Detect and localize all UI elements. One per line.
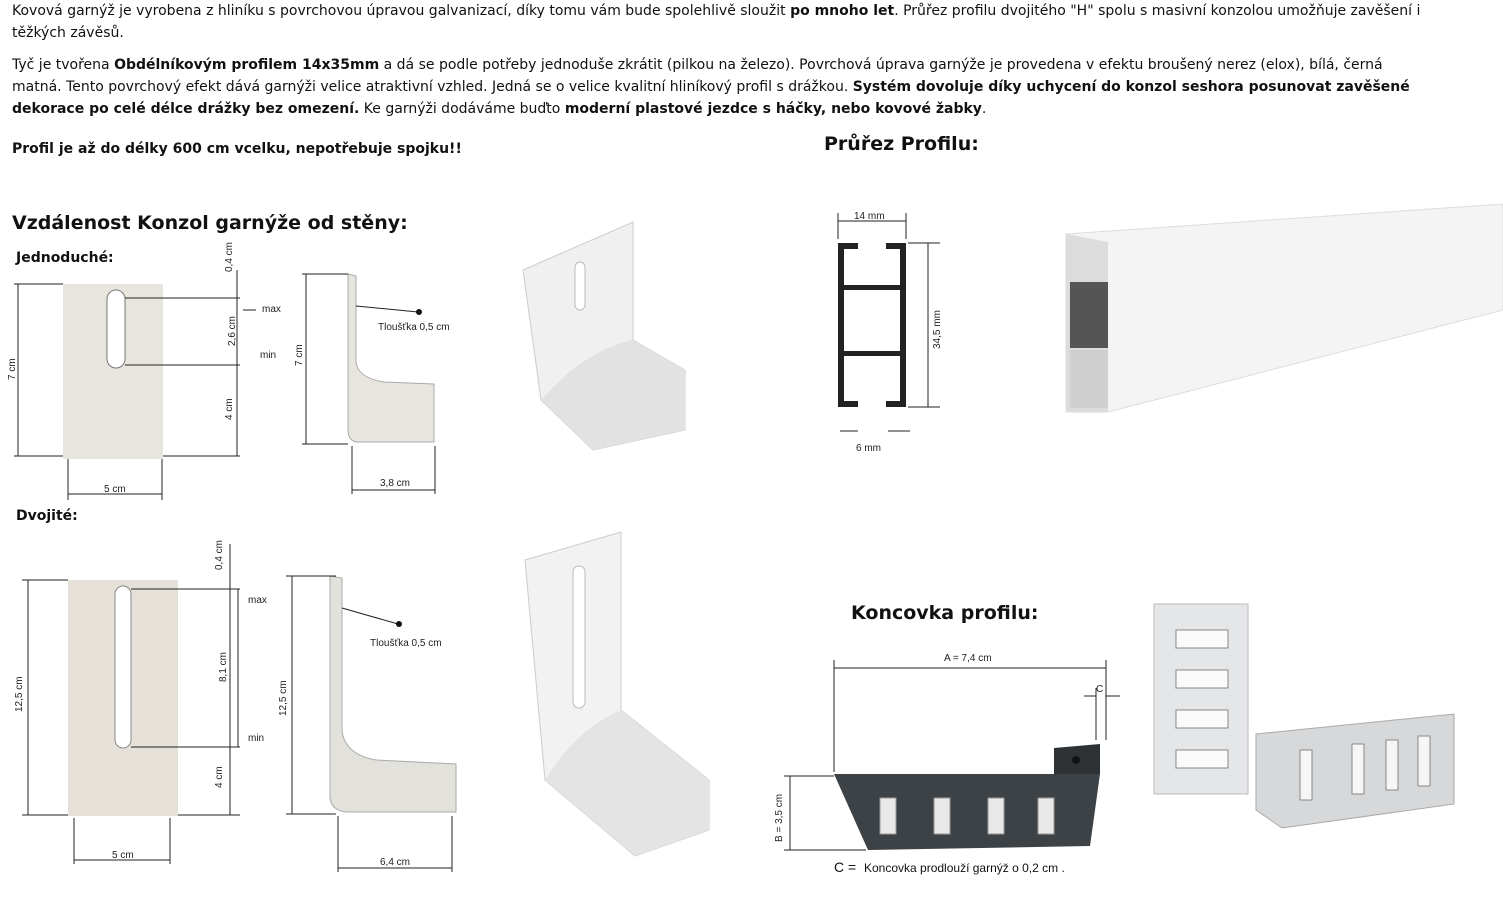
double-bracket-side-shape [329, 575, 457, 813]
p2-run: Tyč je tvořena [12, 57, 115, 73]
double-min-label: min [248, 733, 264, 744]
single-bottom-label: 4 cm [224, 398, 235, 420]
double-bracket-front-drawing: 12,5 cm 5 cm 0,4 cm 8,1 cm 4 cm max min [14, 540, 267, 864]
profile-cross-section-drawing: 14 mm 34,5 mm 6 mm [837, 211, 943, 454]
double-bracket-slot [114, 585, 132, 749]
end-cap-drawing: A = 7,4 cm C B = 3,5 cm C = Koncovka pro… [774, 653, 1120, 875]
single-bracket-slot [106, 289, 126, 369]
label-double: Dvojité: [16, 508, 78, 524]
label-single: Jednoduché: [16, 250, 114, 266]
p2-run: . [981, 101, 987, 117]
double-top-label: 0,4 cm [214, 540, 225, 570]
double-bottom-label: 4 cm [214, 766, 225, 788]
end-cap-c-label: C [1096, 684, 1103, 695]
double-width-label: 5 cm [112, 850, 134, 861]
profile-photo-inner [1070, 282, 1108, 348]
end-cap-note-text: Koncovka prodlouží garnýž o 0,2 cm . [864, 861, 1065, 875]
p2-run: Obdélníkovým profilem 14x35mm [114, 57, 380, 73]
single-top-label: 0,4 cm [224, 242, 235, 272]
intro-paragraph-2: Tyč je tvořena Obdélníkovým profilem 14x… [12, 54, 1432, 120]
heading-distance: Vzdálenost Konzol garnýže od stěny: [12, 212, 408, 234]
single-bracket-side-shape [347, 273, 435, 443]
single-width-label: 5 cm [104, 484, 126, 495]
single-min-label: min [260, 350, 276, 361]
profile-width-label: 14 mm [854, 211, 885, 222]
single-bracket-side-drawing: 7 cm 3,8 cm Tloušťka 0,5 cm [294, 273, 450, 494]
p1-run: . Průřez profilu dvojitého "H" spolu s m… [12, 3, 1421, 41]
single-bracket-front-drawing: 7 cm 5 cm 0,4 cm 2,6 cm 4 cm max min [7, 242, 281, 500]
single-height-label: 7 cm [7, 358, 18, 380]
double-thickness-label: Tloušťka 0,5 cm [370, 638, 442, 649]
p2-run: Systém dovoluje díky uchycení do konzol … [12, 79, 1410, 117]
profile-photo [1065, 203, 1503, 413]
end-cap-a-label: A = 7,4 cm [944, 653, 992, 664]
single-side-height-label: 7 cm [294, 344, 305, 366]
profile-groove-label: 6 mm [856, 443, 881, 454]
single-side-depth-label: 3,8 cm [380, 478, 410, 489]
single-bracket-photo [522, 221, 686, 451]
p2-run: Ke garnýži dodáváme buďto [359, 101, 565, 117]
end-cap-body [834, 774, 1100, 850]
end-cap-photo [1153, 603, 1455, 829]
double-photo-slot [572, 565, 586, 709]
double-max-label: max [248, 595, 267, 606]
single-slot-label: 2,6 cm [227, 316, 238, 346]
p1-run: po mnoho let [790, 3, 895, 19]
end-cap-note-c: C = [834, 859, 856, 875]
double-slot-label: 8,1 cm [218, 652, 229, 682]
double-height-label: 12,5 cm [14, 676, 25, 712]
heading-end-cap: Koncovka profilu: [851, 602, 1039, 624]
double-side-depth-label: 6,4 cm [380, 857, 410, 868]
heading-cross-section: Průřez Profilu: [824, 133, 979, 155]
single-photo-slot [574, 261, 586, 311]
p2-run: moderní plastové jezdce s háčky, nebo ko… [564, 101, 982, 117]
single-thickness-label: Tloušťka 0,5 cm [378, 322, 450, 333]
double-bracket-photo [524, 531, 710, 857]
end-cap-b-label: B = 3,5 cm [774, 794, 785, 842]
p1-run: Kovová garnýž je vyrobena z hliníku s po… [12, 3, 791, 19]
single-max-label: max [262, 304, 281, 315]
intro-paragraph-3: Profil je až do délky 600 cm vcelku, nep… [12, 141, 462, 157]
profile-height-label: 34,5 mm [932, 310, 943, 349]
intro-paragraph-1: Kovová garnýž je vyrobena z hliníku s po… [12, 0, 1432, 44]
p2-run: a dá se podle potřeby jednoduše zkrátit … [12, 57, 1383, 95]
double-side-height-label: 12,5 cm [278, 680, 289, 716]
double-bracket-side-drawing: 12,5 cm 6,4 cm Tloušťka 0,5 cm [278, 575, 457, 872]
